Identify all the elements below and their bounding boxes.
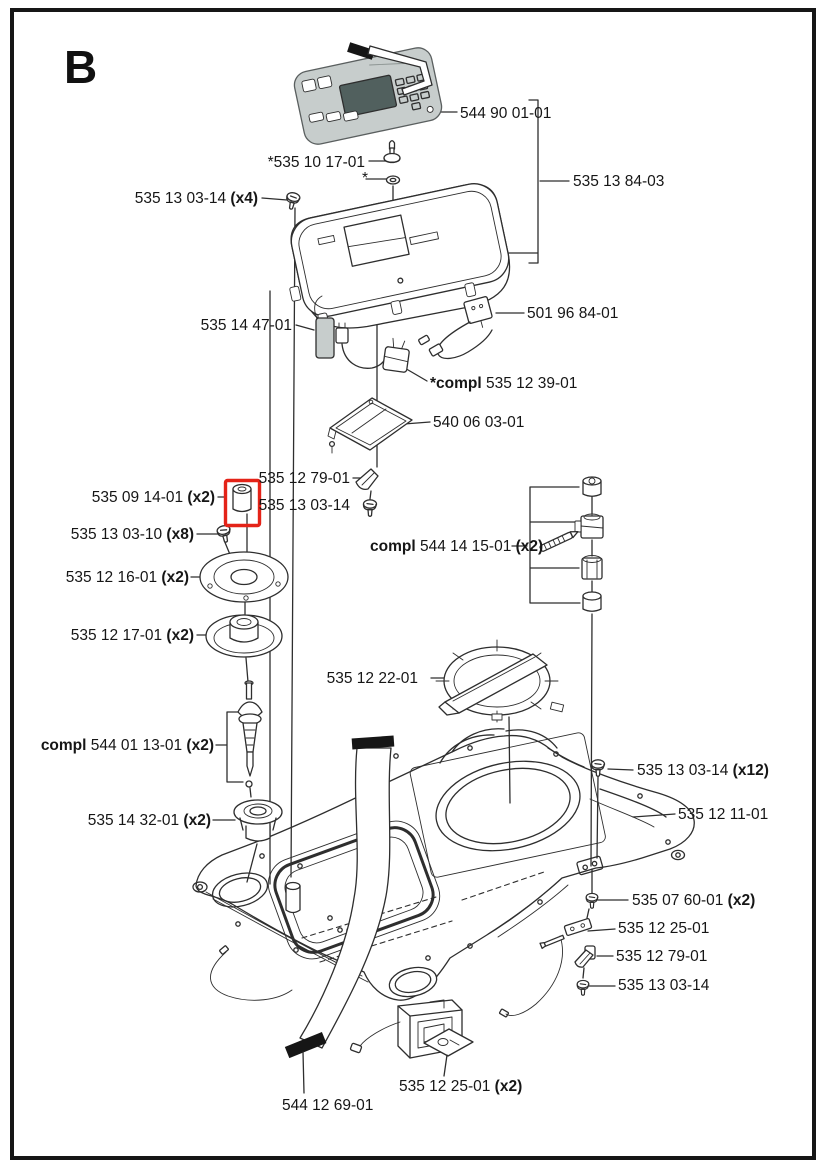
part-label-tray: 540 06 03-01 [433,414,525,431]
pad-drawing [314,295,335,359]
leader-lines [190,99,676,1094]
part-label-screw-x12: 535 13 03-14 (x12) [637,762,769,779]
screw-clip-upper-drawing [362,499,378,517]
sensor-cable-drawing [335,322,410,373]
ribbon-cable-drawing [284,735,395,1059]
part-label-clip-upper: 535 12 79-01 [258,470,350,487]
part-label-bearing-disc: 535 12 17-01 (x2) [70,627,194,644]
part-label-clip-lower: 535 12 79-01 [616,948,708,965]
cover-screw-drawing [283,190,302,212]
screw-x8-drawing [215,523,234,545]
chassis-drawing [192,728,695,1018]
clip-upper-drawing [355,468,379,490]
bearing-disc-drawing [205,614,283,658]
part-label-grommet: 535 14 32-01 (x2) [87,812,211,829]
plate-drawing [539,917,593,950]
part-label-spacer: 535 09 14-01 (x2) [91,489,215,506]
cap-drawing [435,639,565,723]
part-label-plate: 535 12 25-01 [618,920,710,937]
part-label-keypad-panel: 544 90 01-01 [460,105,552,122]
spacer-drawing [232,483,252,513]
cover-drawing [289,183,511,329]
keypad-panel-drawing [293,42,443,145]
part-label-hinge-kit: compl 544 14 15-01 (x2) [370,538,544,555]
part-label-contact-cable: 501 96 84-01 [527,305,619,322]
part-label-chassis: 535 12 11-01 [678,806,769,823]
seal-disc-drawing [199,551,289,603]
clip-lower-drawing [574,945,596,968]
part-label-cover-screw: 535 13 03-14 (x4) [134,190,258,207]
highlight-box [223,478,262,528]
part-label-screw-x8: 535 13 03-10 (x8) [70,526,194,543]
part-label-sensor-cable: *compl 535 12 39-01 [430,375,578,392]
part-label-seal-disc: 535 12 16-01 (x2) [65,569,189,586]
part-label-washer: * [361,170,368,187]
mounting-post [285,881,301,914]
screw-lower-drawing [576,979,590,996]
grommet-drawing [233,799,283,842]
page-border [10,8,816,1160]
part-label-sticker: 535 12 25-01 (x2) [399,1078,523,1095]
hinge-kit-drawing [539,476,604,612]
spindle-kit-drawing [237,680,263,788]
part-label-cap: 535 12 22-01 [326,670,418,687]
sticker-drawing [423,1028,474,1057]
tray-drawing [327,397,413,454]
washer-drawing [385,175,401,185]
section-letter: B [64,41,98,93]
pin-drawing [383,140,401,164]
screw-x2-drawing [585,892,599,909]
contact-cable-drawing [418,296,493,360]
part-label-screw-clip-upper: 535 13 03-14 [258,497,350,514]
part-label-spindle-kit: compl 544 01 13-01 (x2) [40,737,214,754]
part-label-screw-lower: 535 13 03-14 [618,977,710,994]
part-label-ribbon-cable: 544 12 69-01 [282,1097,374,1114]
part-label-pin: *535 10 17-01 [267,154,365,171]
part-label-pad: 535 14 47-01 [200,317,292,334]
part-label-cover-assembly: 535 13 84-03 [573,173,665,190]
part-label-screw-x2: 535 07 60-01 (x2) [632,892,756,909]
